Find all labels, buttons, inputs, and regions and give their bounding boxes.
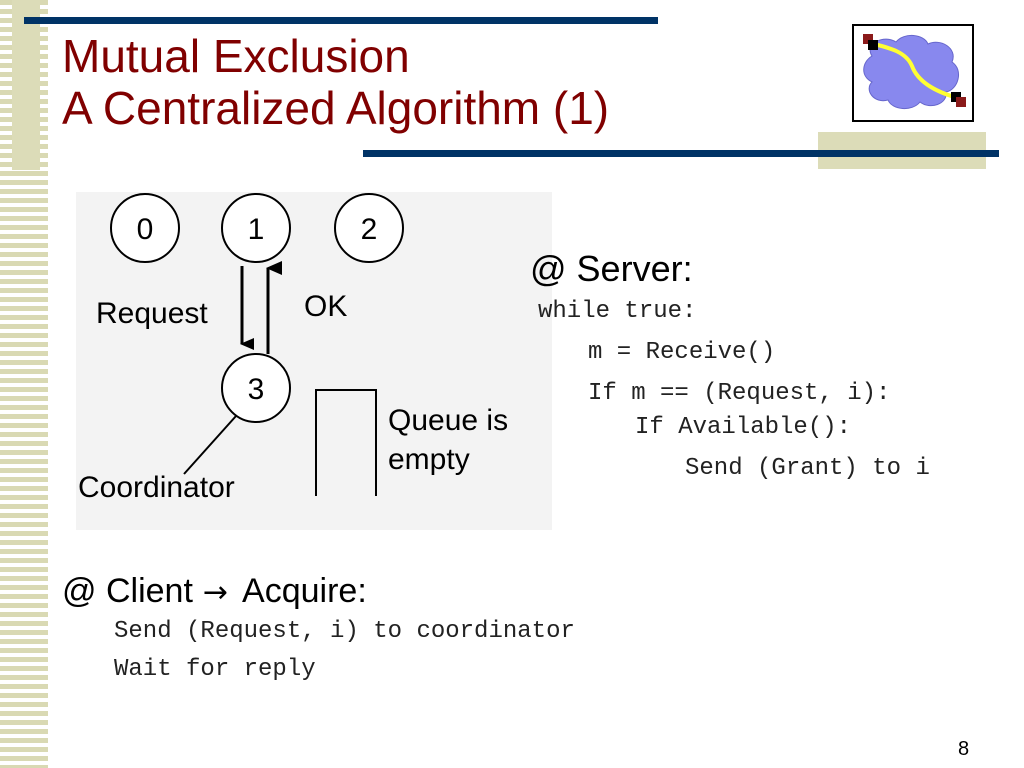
top-rule xyxy=(24,17,658,24)
diagram-panel: 0 1 2 3 Request OK Coordinator Queue is … xyxy=(76,192,552,530)
bottom-rule xyxy=(363,150,999,157)
left-stripe-accent xyxy=(12,0,40,170)
node-1-label: 1 xyxy=(248,213,265,246)
coordinator-label: Coordinator xyxy=(78,471,235,504)
server-line-4: If Available(): xyxy=(635,414,852,441)
queue-label-line2: empty xyxy=(388,443,470,476)
right-arrow-icon: → xyxy=(202,575,229,610)
slide-title: Mutual Exclusion A Centralized Algorithm… xyxy=(62,30,609,134)
coordinator-pointer xyxy=(183,415,237,475)
node-3-coordinator: 3 xyxy=(221,353,291,423)
client-line-1: Send (Request, i) to coordinator xyxy=(114,618,575,645)
page-number: 8 xyxy=(958,738,970,760)
network-logo xyxy=(852,24,974,122)
server-line-5: Send (Grant) to i xyxy=(685,455,930,482)
node-3-label: 3 xyxy=(248,373,265,406)
centralized-mutex-diagram: 0 1 2 3 Request OK Coordinator Queue is … xyxy=(78,193,508,504)
node-1: 1 xyxy=(221,193,291,263)
server-heading: @ Server: xyxy=(530,248,693,289)
client-prefix: @ Client xyxy=(62,572,193,610)
server-line-2: m = Receive() xyxy=(588,339,776,366)
request-label: Request xyxy=(96,297,208,330)
queue-label-line1: Queue is xyxy=(388,404,508,437)
client-heading: @ Client → Acquire: xyxy=(62,572,367,611)
ok-label: OK xyxy=(304,290,347,323)
title-line-2: A Centralized Algorithm (1) xyxy=(62,82,610,134)
queue-box xyxy=(315,389,377,496)
node-2: 2 xyxy=(334,193,404,263)
client-line-2: Wait for reply xyxy=(114,656,316,683)
server-line-1: while true: xyxy=(538,298,697,325)
title-line-1: Mutual Exclusion xyxy=(62,30,410,82)
node-0: 0 xyxy=(110,193,180,263)
node-2-label: 2 xyxy=(361,213,378,246)
server-line-3: If m == (Request, i): xyxy=(588,380,891,407)
node-0-label: 0 xyxy=(137,213,154,246)
network-cloud-icon xyxy=(863,34,966,109)
client-action: Acquire: xyxy=(242,572,367,610)
